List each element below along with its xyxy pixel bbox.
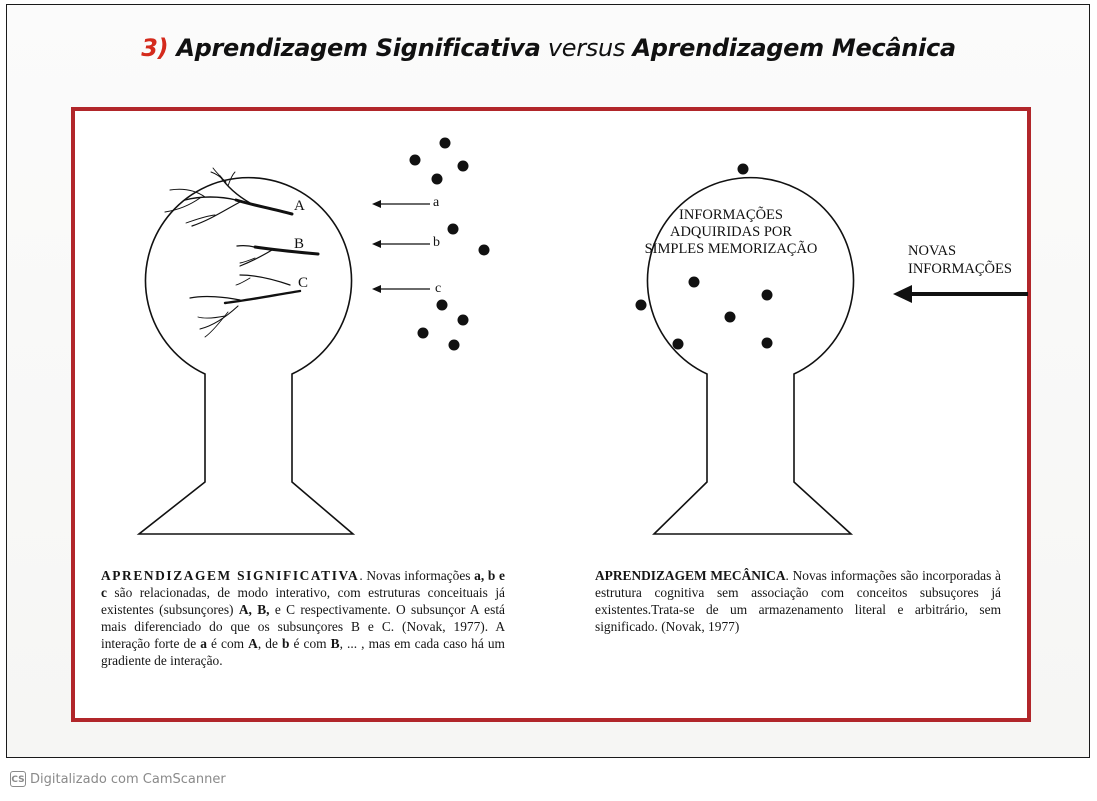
caption-mecanica: APRENDIZAGEM MECÂNICA. Novas informações… bbox=[595, 567, 1001, 635]
arrow-a bbox=[372, 200, 430, 208]
branch-label-b: B bbox=[294, 236, 304, 252]
caption-left-text: é com bbox=[207, 636, 248, 651]
caption-left-bold-a: a bbox=[200, 636, 207, 651]
camscanner-logo-icon: CS bbox=[10, 771, 26, 787]
caption-left-heading: APRENDIZAGEM SIGNIFICATIVA bbox=[101, 568, 359, 583]
caption-left-bold-ab: A, B, bbox=[239, 602, 270, 617]
scanner-watermark: CS Digitalizado com CamScanner bbox=[10, 771, 226, 787]
branch-label-c: C bbox=[298, 275, 308, 291]
caption-left-text: , de bbox=[258, 636, 282, 651]
arrow-label-b: b bbox=[433, 235, 440, 250]
novas-informacoes-line1: NOVAS bbox=[908, 243, 956, 259]
right-inner-text-line1: INFORMAÇÕES bbox=[679, 206, 783, 223]
caption-significativa: APRENDIZAGEM SIGNIFICATIVA. Novas inform… bbox=[101, 567, 505, 669]
novas-informacoes-line2: INFORMAÇÕES bbox=[908, 260, 1012, 277]
arrow-label-a: a bbox=[433, 195, 440, 210]
watermark-text: Digitalizado com CamScanner bbox=[30, 772, 226, 787]
caption-left-text: é com bbox=[289, 636, 330, 651]
arrow-b bbox=[372, 240, 430, 248]
arrow-label-c: c bbox=[435, 281, 441, 296]
caption-left-text: . Novas informações bbox=[359, 568, 474, 583]
left-head-outline bbox=[139, 178, 353, 534]
right-inner-text-line2: ADQUIRIDAS POR bbox=[670, 224, 792, 240]
right-inner-text-line3: SIMPLES MEMORIZAÇÃO bbox=[645, 241, 818, 257]
caption-right-heading: APRENDIZAGEM MECÂNICA bbox=[595, 568, 786, 583]
caption-left-bold-upper-b: B bbox=[331, 636, 340, 651]
new-information-arrow bbox=[893, 285, 1028, 303]
arrow-c bbox=[372, 285, 430, 293]
caption-left-bold-upper-a: A bbox=[248, 636, 258, 651]
branch-label-a: A bbox=[294, 198, 305, 214]
